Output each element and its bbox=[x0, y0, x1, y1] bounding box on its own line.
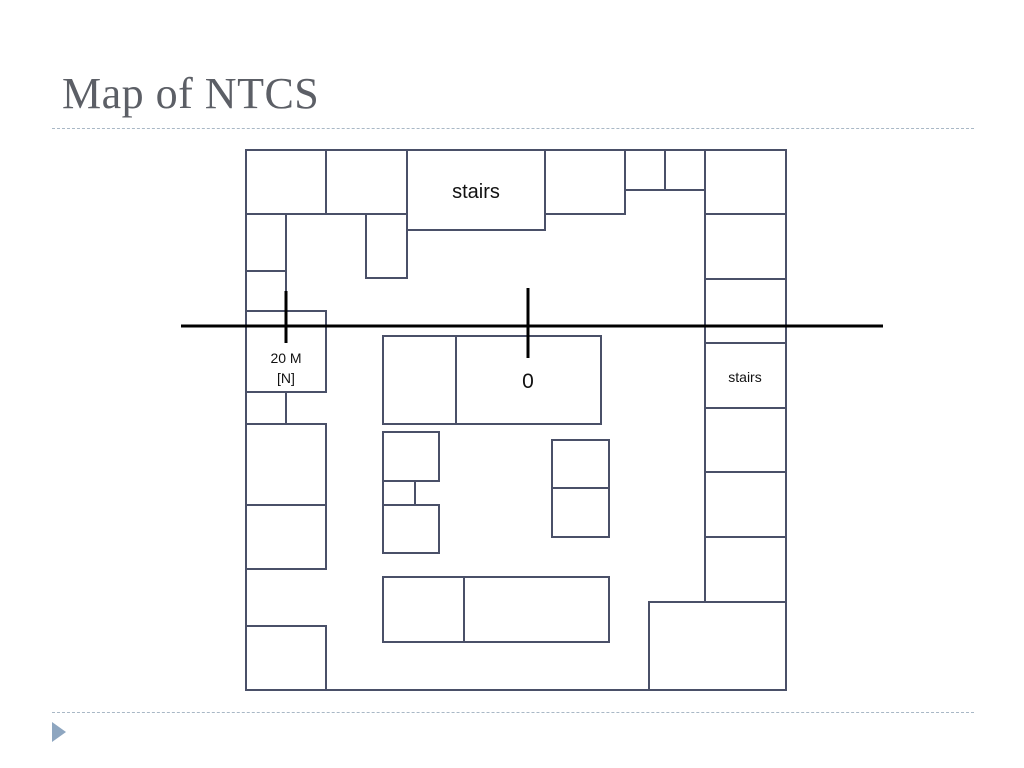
room bbox=[245, 504, 327, 570]
marker-20m-label: 20 M bbox=[270, 350, 301, 366]
room bbox=[704, 278, 787, 344]
footer-divider bbox=[52, 712, 974, 713]
next-slide-arrow-icon[interactable] bbox=[52, 722, 66, 742]
room bbox=[245, 149, 327, 215]
room bbox=[648, 601, 787, 691]
room bbox=[551, 439, 610, 489]
room bbox=[382, 335, 457, 425]
room bbox=[704, 471, 787, 538]
room bbox=[245, 423, 327, 506]
room bbox=[245, 213, 287, 272]
room bbox=[245, 270, 287, 312]
room bbox=[704, 536, 787, 603]
marker-20m-direction: [N] bbox=[277, 370, 295, 386]
stairs-right-room bbox=[704, 342, 787, 409]
room bbox=[382, 576, 465, 643]
room bbox=[704, 149, 787, 215]
room bbox=[245, 625, 327, 691]
room bbox=[382, 504, 440, 554]
marker-zero-label: 0 bbox=[522, 370, 534, 393]
room bbox=[704, 407, 787, 473]
room bbox=[245, 391, 287, 425]
stairs-top-label: stairs bbox=[452, 181, 500, 203]
room bbox=[365, 213, 408, 279]
room bbox=[544, 149, 626, 215]
room bbox=[325, 149, 408, 215]
room bbox=[463, 576, 610, 643]
room bbox=[704, 213, 787, 280]
room bbox=[382, 480, 416, 506]
title-divider bbox=[52, 128, 974, 129]
room bbox=[551, 487, 610, 538]
room bbox=[382, 431, 440, 482]
slide-title: Map of NTCS bbox=[62, 69, 320, 118]
room bbox=[664, 149, 706, 191]
stairs-right-label: stairs bbox=[728, 369, 761, 385]
room bbox=[624, 149, 666, 191]
